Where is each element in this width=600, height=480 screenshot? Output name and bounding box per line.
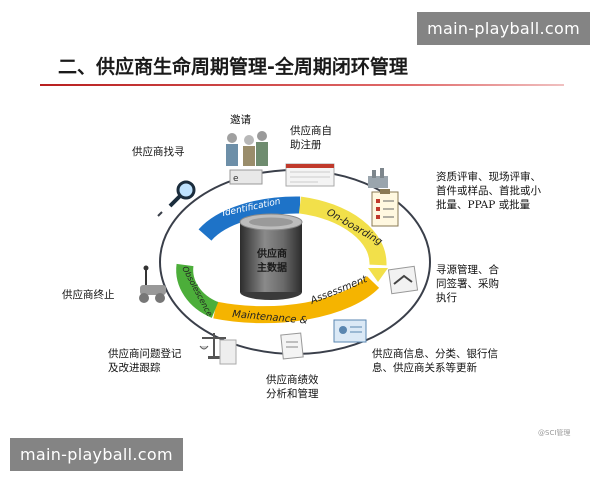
master-data-cylinder-icon <box>239 213 303 300</box>
supplier-info-card-icon <box>333 319 367 343</box>
performance-report-icon <box>280 332 304 360</box>
segment-obsolescence <box>176 263 219 318</box>
stage-terminate-label: 供应商终止 <box>62 289 115 301</box>
onboarding-arrowhead <box>368 268 388 282</box>
checklist-icon <box>371 189 399 227</box>
terminate-machine-icon <box>139 265 166 303</box>
stage-contract-label: 寻源管理、合 同签署、采购 执行 <box>436 264 499 304</box>
watermark-top: main-playball.com <box>417 12 590 45</box>
stage-performance-label: 供应商绩效 分析和管理 <box>266 374 319 400</box>
handshake-contract-icon <box>387 265 419 295</box>
title-underline <box>40 84 564 86</box>
image-credit: @SCI管理 <box>538 429 571 437</box>
segment-maintenance-assessment <box>213 275 380 324</box>
watermark-bottom: main-playball.com <box>10 438 183 471</box>
segment-identification <box>198 196 301 241</box>
registration-form-icon <box>285 163 335 187</box>
invite-people-icon: e <box>226 131 268 185</box>
stage-issue-label: 供应商问题登记 及改进跟踪 <box>108 348 182 374</box>
stage-invite-label: 邀请 <box>230 114 251 126</box>
master-data-label: 供应商 主数据 <box>257 249 287 274</box>
cycle-arrow <box>157 211 163 217</box>
magnifier-icon <box>168 180 196 208</box>
factory-icon <box>368 168 388 188</box>
page-title: 二、供应商生命周期管理-全周期闭环管理 <box>58 56 408 78</box>
stage-find-label: 供应商找寻 <box>132 146 185 158</box>
svg-text:e: e <box>233 174 239 184</box>
stage-info-update-label: 供应商信息、分类、银行信 息、供应商关系等更新 <box>372 348 498 374</box>
stage-review-label: 资质评审、现场评审、 首件或样品、首批或小 批量、PPAP 或批量 <box>436 171 541 211</box>
scales-icon <box>199 333 237 365</box>
stage-self-register-label: 供应商自 助注册 <box>290 125 332 151</box>
segment-onboarding <box>298 196 387 266</box>
